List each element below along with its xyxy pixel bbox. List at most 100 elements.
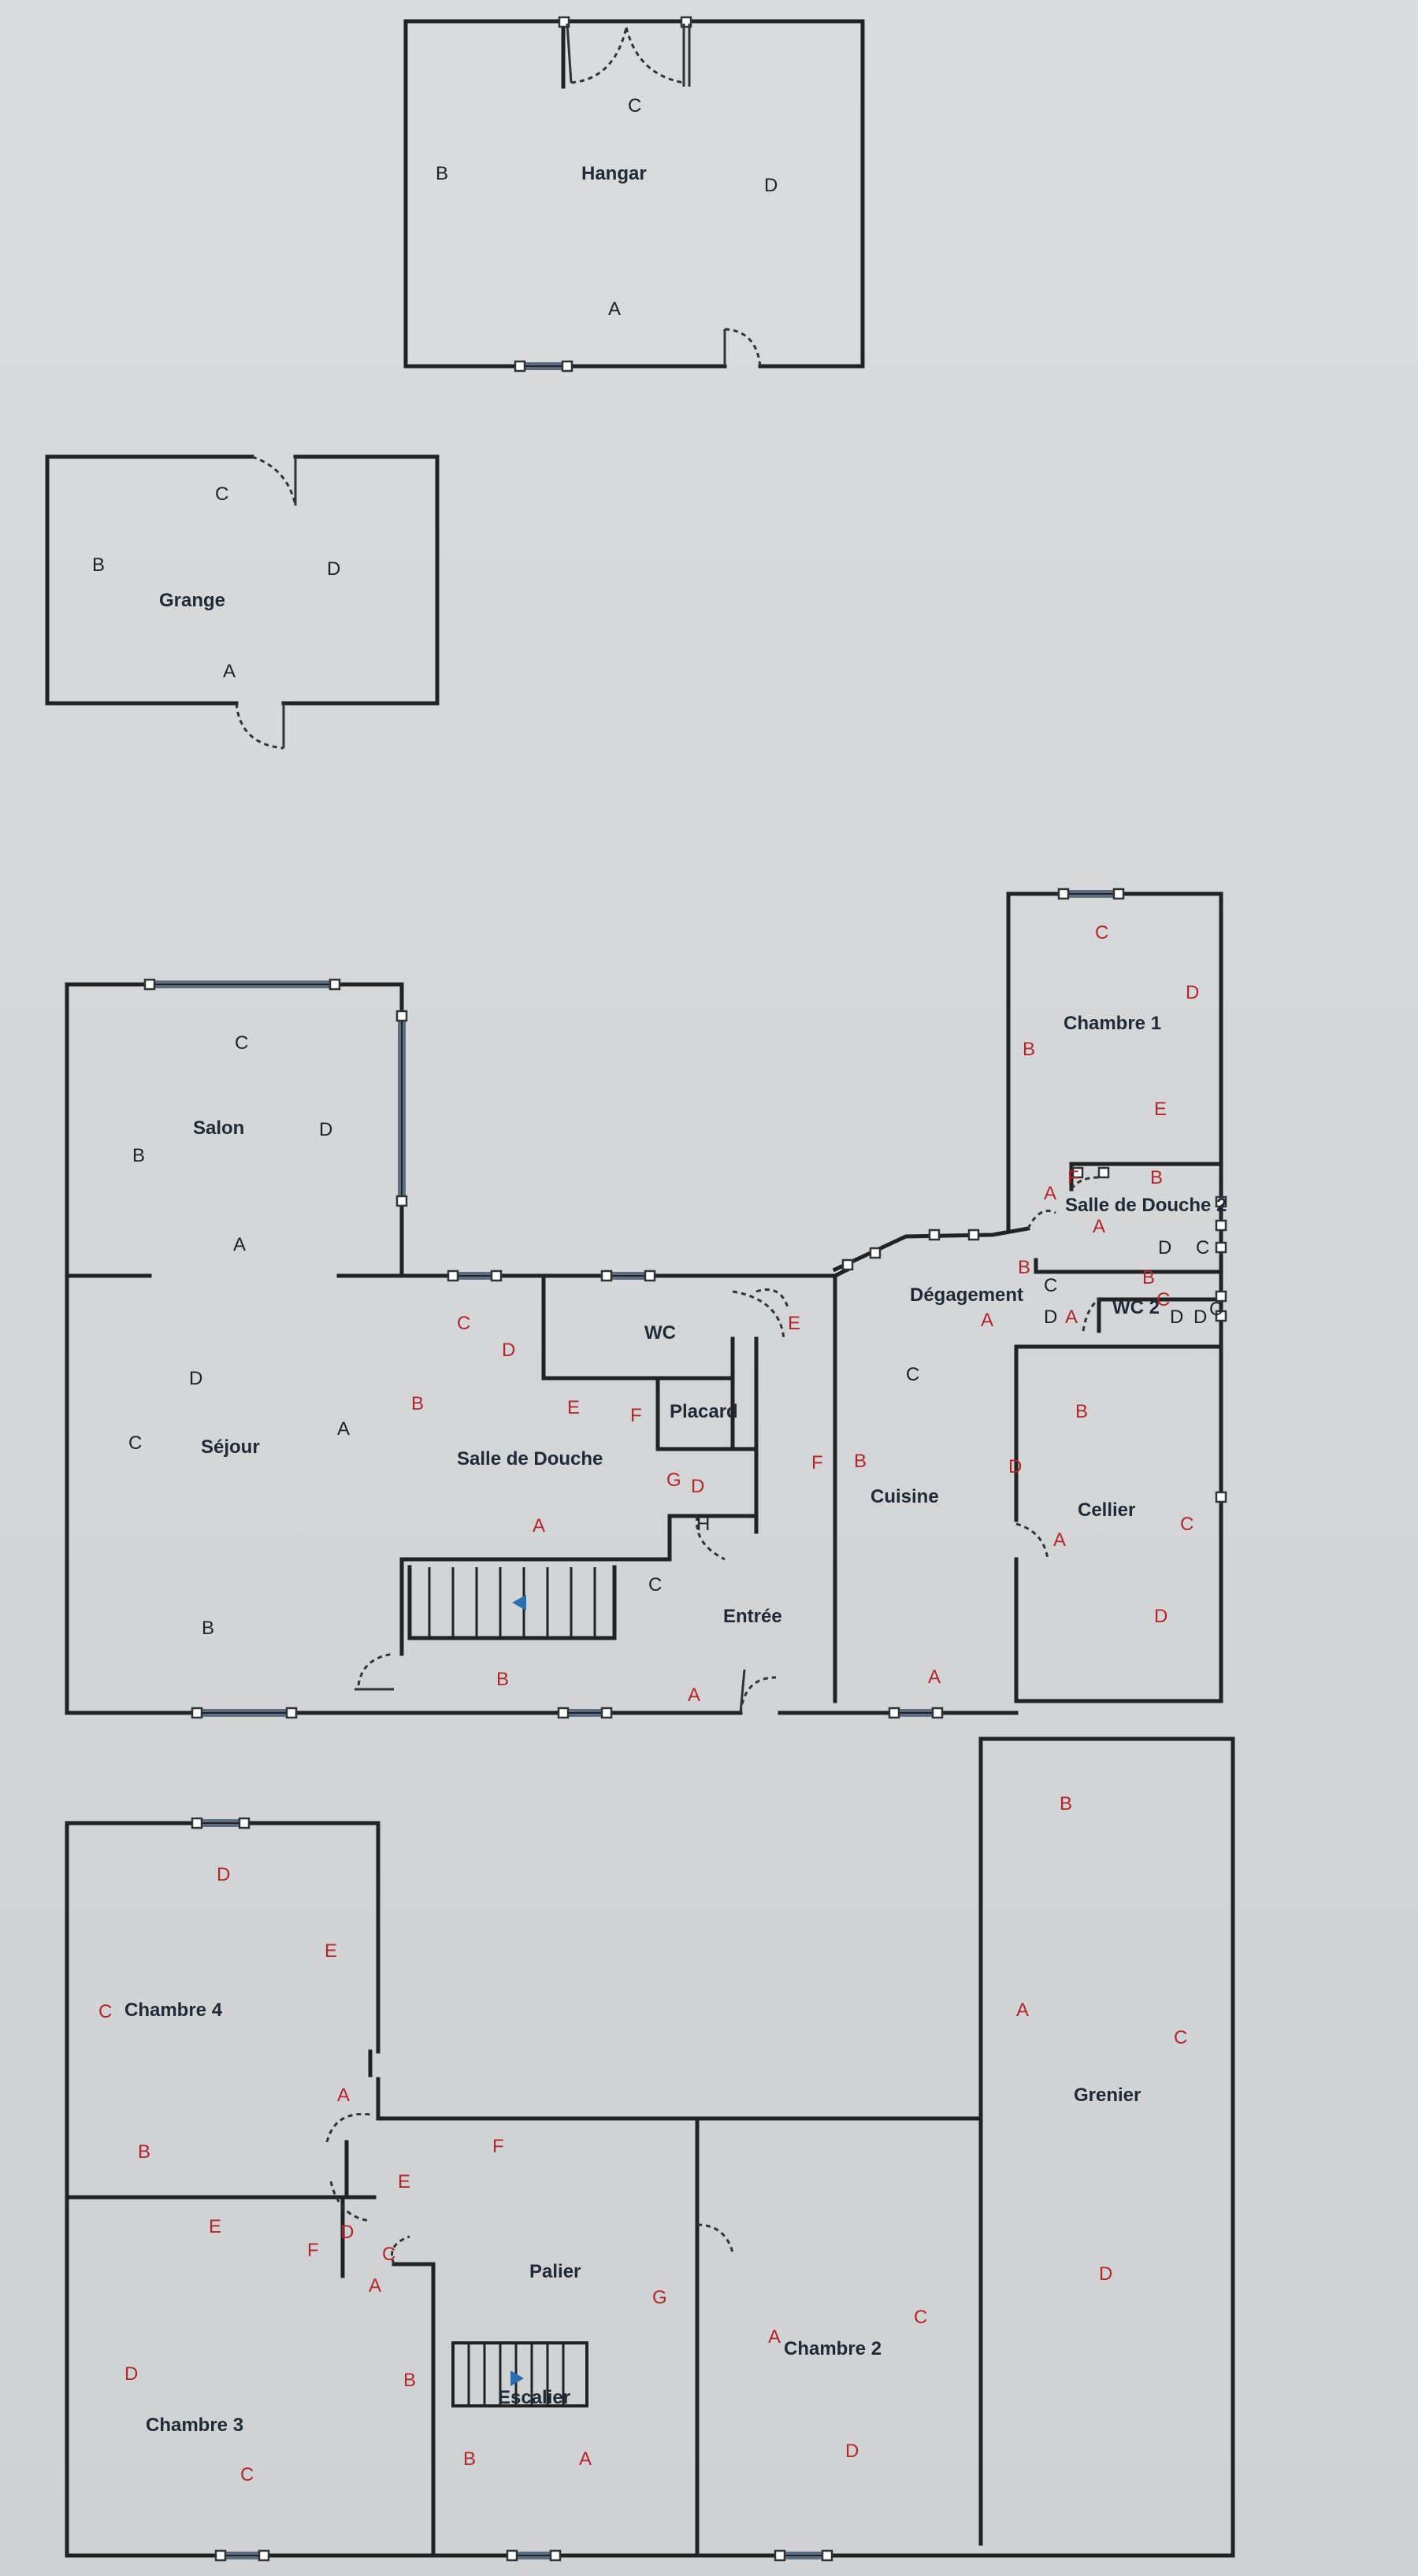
wall-letter: C: [382, 2244, 395, 2265]
wall-letter: D: [845, 2441, 859, 2462]
room-label-hangar: Hangar: [581, 163, 647, 184]
room-label-chambre-2: Chambre 2: [784, 2338, 882, 2359]
wall-letter: C: [240, 2464, 254, 2485]
wall-letter: C: [914, 2307, 927, 2328]
wall-letter: B: [202, 1618, 214, 1639]
wall-letter: D: [764, 175, 778, 196]
room-label-sejour: Séjour: [201, 1436, 260, 1458]
wall-letter: B: [1060, 1793, 1072, 1814]
wall-letter: F: [630, 1405, 642, 1426]
wall-letter: C: [215, 484, 228, 505]
wall-letter: D: [502, 1340, 515, 1361]
wall-letter: A: [1053, 1529, 1066, 1551]
wall-letter: G: [666, 1470, 681, 1491]
wall-letter: E: [1154, 1099, 1167, 1120]
wall-letter: A: [369, 2275, 381, 2296]
wall-letter: B: [132, 1145, 145, 1166]
room-label-entree: Entrée: [723, 1606, 782, 1627]
wall-letter: C: [1156, 1289, 1170, 1310]
wall-letter: A: [1044, 1183, 1056, 1204]
wall-letter: A: [608, 298, 621, 320]
wall-letter: D: [1158, 1237, 1171, 1258]
wall-letter: C: [1095, 922, 1108, 943]
ground-floor-windows: [143, 888, 1227, 1719]
wall-letter: A: [688, 1685, 700, 1706]
wall-letter: B: [436, 163, 448, 184]
upper-floor-stairs: [451, 2341, 588, 2407]
wall-letter: B: [1075, 1401, 1088, 1422]
wall-letter: B: [854, 1451, 867, 1472]
wall-letter: E: [209, 2216, 221, 2237]
room-label-salle-de-douche-2: Salle de Douche 2: [1065, 1195, 1227, 1216]
wall-letter: D: [1044, 1307, 1057, 1328]
room-label-wc: WC: [644, 1322, 676, 1344]
wall-letter: F: [307, 2240, 319, 2261]
wall-letter: B: [92, 554, 105, 576]
upper-floor-doors: [325, 2112, 734, 2265]
wall-letter: A: [533, 1515, 545, 1536]
wall-letter: A: [768, 2326, 781, 2348]
wall-letter: C: [1044, 1275, 1057, 1296]
room-label-grenier: Grenier: [1074, 2085, 1141, 2106]
wall-letter: D: [1170, 1307, 1183, 1328]
wall-letter: C: [1180, 1514, 1193, 1535]
wall-letter: B: [463, 2448, 476, 2470]
wall-letter: E: [398, 2171, 410, 2192]
wall-letter: C: [1174, 2027, 1187, 2048]
hangar-window: [514, 360, 574, 373]
wall-letter: B: [1023, 1039, 1035, 1060]
wall-letter: B: [496, 1669, 509, 1690]
upper-floor-windows: [191, 1817, 833, 2562]
wall-letter: D: [1193, 1307, 1207, 1328]
wall-letter: C: [628, 95, 641, 117]
wall-letter: A: [1016, 2000, 1029, 2021]
wall-letter: F: [811, 1452, 823, 1473]
room-label-degagement: Dégagement: [910, 1284, 1023, 1306]
wall-letter: H: [696, 1514, 710, 1535]
wall-letter: C: [1196, 1237, 1209, 1258]
room-label-salle-de-douche: Salle de Douche: [457, 1448, 603, 1470]
wall-letter: B: [1142, 1267, 1155, 1288]
hangar-double-door: [558, 16, 692, 89]
wall-letter: D: [691, 1476, 704, 1497]
room-label-placard: Placard: [670, 1401, 738, 1422]
wall-letter: D: [1099, 2263, 1112, 2285]
wall-letter: A: [337, 1418, 350, 1440]
wall-letter: D: [319, 1119, 332, 1140]
room-label-chambre-1: Chambre 1: [1064, 1013, 1161, 1034]
room-label-cuisine: Cuisine: [870, 1486, 939, 1507]
room-label-chambre-4: Chambre 4: [124, 2000, 223, 2021]
wall-letter: B: [411, 1393, 424, 1414]
wall-letter: G: [652, 2287, 667, 2308]
wall-letter: E: [325, 1940, 337, 1962]
wall-letter: C: [457, 1313, 470, 1334]
hangar-door: [723, 328, 762, 367]
wall-letter: C: [906, 1364, 919, 1385]
ground-floor-doors: [354, 1176, 1100, 1714]
wall-letter: A: [981, 1310, 993, 1331]
wall-letter: B: [403, 2370, 416, 2391]
wall-letter: B: [1150, 1167, 1163, 1188]
wall-letter: E: [567, 1397, 580, 1418]
wall-letter: A: [337, 2085, 350, 2106]
wall-letter: D: [327, 558, 340, 580]
wall-letter: D: [1186, 982, 1199, 1003]
wall-letter: D: [1008, 1456, 1022, 1477]
wall-letter: A: [1093, 1216, 1105, 1237]
wall-letter: A: [928, 1666, 941, 1688]
wall-letter: D: [340, 2222, 354, 2243]
hangar-outline: [403, 19, 865, 369]
wall-letter: E: [788, 1313, 800, 1334]
wall-letter: F: [492, 2136, 504, 2157]
wall-letter: C: [235, 1032, 248, 1054]
wall-letter: B: [1018, 1257, 1030, 1278]
wall-letter: D: [1154, 1606, 1167, 1627]
wall-letter: A: [223, 661, 236, 682]
room-label-palier: Palier: [529, 2261, 581, 2282]
wall-letter: C: [648, 1574, 662, 1596]
wall-letter: D: [124, 2363, 138, 2385]
room-label-cellier: Cellier: [1078, 1499, 1135, 1521]
wall-letter: D: [217, 1864, 230, 1885]
wall-letter: F: [1067, 1167, 1079, 1188]
